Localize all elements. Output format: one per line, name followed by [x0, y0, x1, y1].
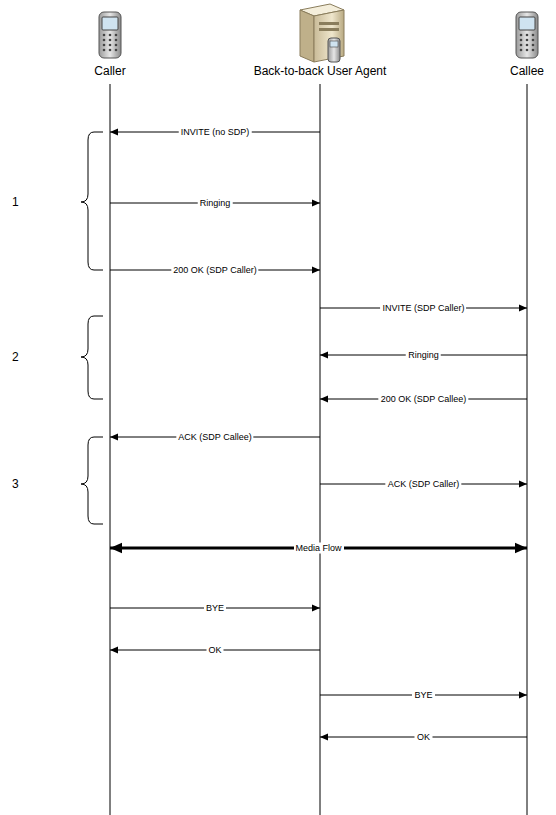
arrowhead — [110, 129, 118, 136]
message-label: INVITE (no SDP) — [179, 127, 252, 138]
brace — [81, 132, 103, 270]
arrowhead — [312, 605, 320, 612]
participant-name: Back-to-back User Agent — [254, 64, 387, 79]
message-label: Ringing — [198, 198, 233, 209]
server-icon — [300, 4, 344, 62]
message-label: Media Flow — [293, 543, 343, 554]
participant-name: Caller — [94, 64, 125, 79]
arrowhead — [312, 200, 320, 207]
message-label: 200 OK (SDP Caller) — [171, 265, 258, 276]
arrowhead — [320, 352, 328, 359]
message-label: OK — [415, 732, 432, 743]
participant-label: Callee — [508, 64, 546, 79]
phone-icon — [99, 12, 121, 58]
message-arrow — [110, 543, 527, 554]
message-label: 200 OK (SDP Callee) — [379, 394, 468, 405]
callout-number: 1 — [12, 195, 19, 210]
message-label: OK — [206, 645, 223, 656]
participant-label: Back-to-back User Agent — [252, 64, 389, 79]
arrowhead — [519, 692, 527, 699]
arrowhead — [110, 647, 118, 654]
callout-number: 3 — [12, 477, 19, 492]
message-label: ACK (SDP Caller) — [386, 479, 461, 490]
lifeline — [320, 84, 321, 815]
message-label: ACK (SDP Callee) — [176, 432, 253, 443]
phone-icon — [516, 12, 538, 58]
message-label: Ringing — [406, 350, 441, 361]
arrowhead — [515, 543, 527, 554]
brace — [81, 437, 103, 524]
brace — [81, 316, 103, 399]
lifeline — [110, 84, 111, 815]
arrowhead — [320, 734, 328, 741]
arrowhead — [110, 434, 118, 441]
participant-label: Caller — [92, 64, 127, 79]
arrowhead — [519, 305, 527, 312]
message-label: BYE — [412, 690, 434, 701]
participant-name: Callee — [510, 64, 544, 79]
arrowhead — [519, 481, 527, 488]
arrowhead — [312, 267, 320, 274]
arrowhead — [110, 543, 122, 554]
message-label: BYE — [204, 603, 226, 614]
callout-number: 2 — [12, 350, 19, 365]
lifeline — [527, 84, 528, 815]
arrowhead — [320, 396, 328, 403]
message-label: INVITE (SDP Caller) — [381, 303, 467, 314]
